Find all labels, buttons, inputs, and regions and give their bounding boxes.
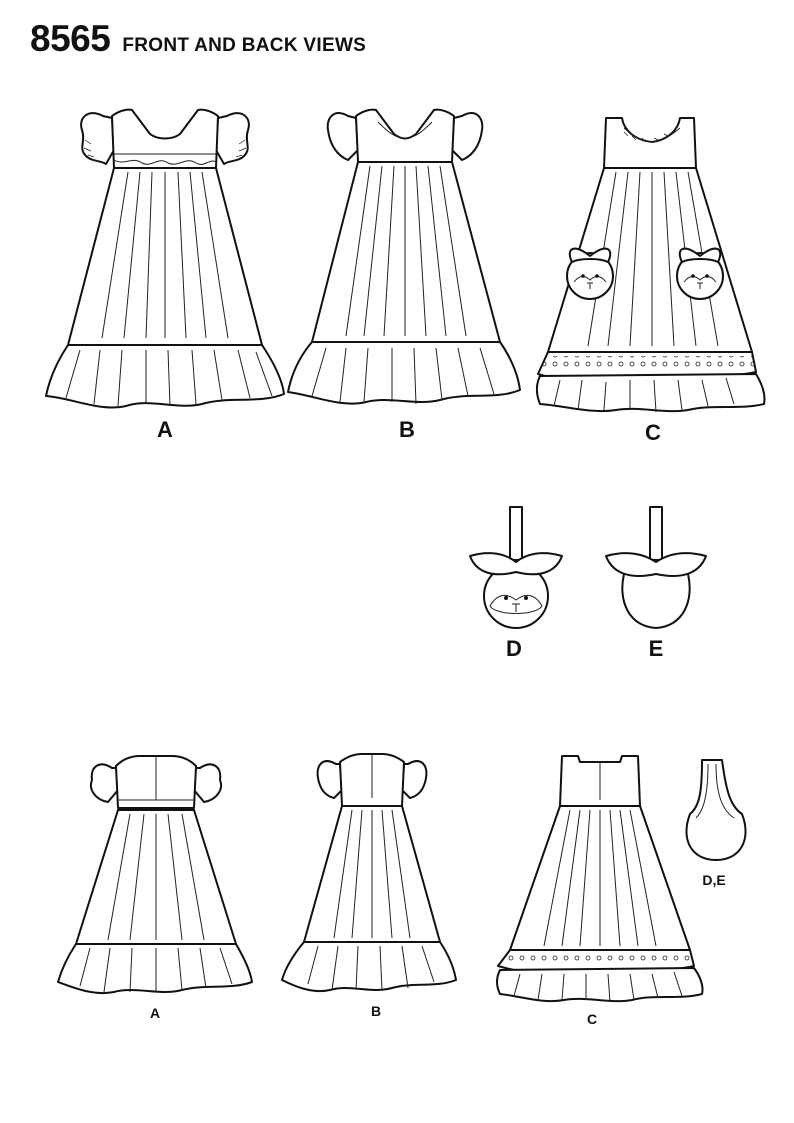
dress-a-front	[45, 108, 285, 409]
dress-a-front-right-sleeve	[215, 112, 250, 165]
dress-a-front-flounce	[45, 344, 285, 409]
dress-a-back	[57, 755, 253, 994]
label-view-b-back: B	[370, 1003, 382, 1019]
dress-c-pocket-left	[566, 247, 614, 300]
dress-b-front-flounce	[287, 341, 521, 405]
pattern-number: 8565	[30, 18, 111, 59]
label-view-e: E	[648, 636, 664, 661]
label-view-d: D	[506, 636, 522, 661]
label-view-a-back: A	[149, 1005, 161, 1021]
purse-e	[605, 506, 707, 629]
purse-d-strap	[509, 506, 523, 561]
dress-b-front-right-sleeve	[451, 112, 484, 161]
dress-c-back	[496, 755, 704, 1003]
dress-b-front	[287, 108, 521, 405]
dress-a-front-bodice	[111, 108, 219, 169]
dress-c-front	[536, 117, 766, 413]
dress-c-pocket-right	[676, 247, 724, 300]
dress-c-front-bodice	[603, 117, 697, 169]
label-view-a-front: A	[157, 417, 173, 442]
purse-e-strap	[649, 506, 663, 561]
label-view-b-front: B	[399, 417, 415, 442]
label-view-c-front: C	[645, 420, 661, 445]
label-view-de-back: D,E	[702, 872, 726, 888]
dress-b-back	[281, 753, 457, 992]
label-view-c-back: C	[586, 1011, 598, 1027]
page-title: FRONT AND BACK VIEWS	[122, 35, 367, 56]
purse-de-back	[685, 759, 747, 861]
dress-b-front-left-sleeve	[326, 112, 359, 161]
page-header: 8565 FRONT AND BACK VIEWS	[30, 18, 366, 60]
dress-b-front-skirt	[311, 161, 501, 343]
purse-d	[469, 506, 563, 629]
dress-a-front-left-sleeve	[80, 112, 115, 165]
dress-b-front-bodice	[355, 108, 455, 163]
